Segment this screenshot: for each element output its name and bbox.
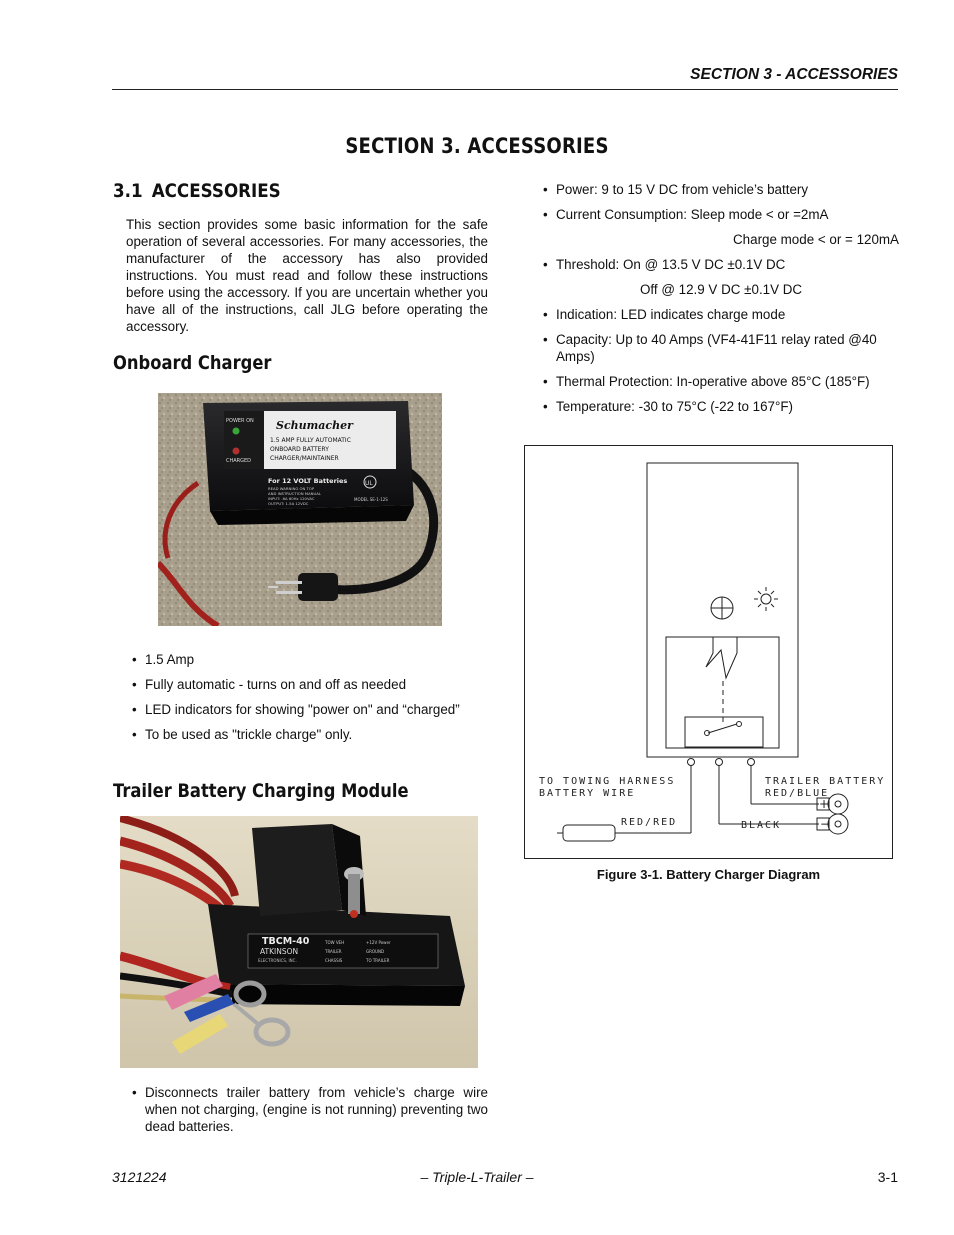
spec-item: Power: 9 to 15 V DC from vehicle’s batte… [537, 181, 899, 198]
lower-line-3: INPUT: .6A 60Hz 120VAC [268, 496, 315, 501]
spec-item: Threshold: On @ 13.5 V DC ±0.1V DC Off @… [537, 256, 899, 298]
lower-line-2: AND INSTRUCTION MANUAL [268, 491, 322, 496]
subsection-heading: 3.1 ACCESSORIES [113, 180, 281, 202]
tbcm-col-6: TO TRAILER [365, 958, 390, 963]
onboard-charger-bullets: 1.5 Amp Fully automatic - turns on and o… [126, 651, 496, 743]
figure-caption: Figure 3-1. Battery Charger Diagram [596, 867, 821, 882]
tbcm-brand-sub: ELECTRONICS, INC. [258, 958, 297, 963]
plus-terminal-sign: + [819, 797, 829, 811]
trailer-module-heading: Trailer Battery Charging Module [113, 780, 409, 802]
intro-paragraph: This section provides some basic informa… [126, 217, 488, 334]
spec-item-continuation: Off @ 12.9 V DC ±0.1V DC [640, 282, 803, 297]
onboard-charger-illustration: POWER ON CHARGED Schumacher 1.5 AMP FULL… [158, 393, 442, 626]
tbcm-col-4: +12V Power [366, 940, 391, 945]
list-item: LED indicators for showing "power on" an… [126, 701, 496, 718]
spec-item-text: Threshold: On @ 13.5 V DC ±0.1V DC [556, 257, 786, 272]
trailer-module-illustration: TBCM-40 ATKINSON ELECTRONICS, INC. TOW V… [120, 816, 478, 1068]
ul-mark: UL [365, 480, 373, 487]
label-trailer-battery: TRAILER BATTERY [765, 776, 885, 787]
list-item: Disconnects trailer battery from vehicle… [126, 1084, 488, 1135]
subsection-title: ACCESSORIES [151, 180, 281, 202]
footer-doc-number: 3121224 [112, 1169, 167, 1185]
battery-charger-diagram: TO TOWING HARNESS BATTERY WIRE RED/RED T… [524, 445, 893, 859]
spec-item-continuation: Charge mode < or = 120mA [733, 232, 899, 247]
onboard-charger-heading: Onboard Charger [113, 352, 272, 374]
tbcm-col-5: GROUND [366, 949, 384, 954]
label-battery-wire: BATTERY WIRE [539, 788, 635, 799]
footer-page-number: 3-1 [877, 1169, 898, 1185]
label-line-2: ONBOARD BATTERY [270, 446, 329, 453]
charged-label: CHARGED [226, 458, 251, 464]
spec-item: Current Consumption: Sleep mode < or =2m… [537, 206, 899, 248]
header-rule [112, 89, 898, 90]
label-black: BLACK [741, 820, 781, 831]
specs-list: Power: 9 to 15 V DC from vehicle’s batte… [537, 181, 899, 415]
tbcm-col-2: TRAILER [324, 949, 342, 954]
list-item: To be used as "trickle charge" only. [126, 726, 496, 743]
spec-item: Temperature: -30 to 75°C (-22 to 167°F) [537, 398, 899, 415]
lower-title: For 12 VOLT Batteries [268, 477, 347, 485]
spec-item: Indication: LED indicates charge mode [537, 306, 899, 323]
label-red-blue: RED/BLUE [765, 788, 829, 799]
running-head: SECTION 3 - ACCESSORIES [690, 66, 898, 83]
spec-item: Thermal Protection: In-operative above 8… [537, 373, 899, 390]
label-line-3: CHARGER/MAINTAINER [270, 455, 339, 462]
spec-item: Capacity: Up to 40 Amps (VF4-41F11 relay… [537, 331, 899, 365]
diagram-drawing: TO TOWING HARNESS BATTERY WIRE RED/RED T… [539, 462, 885, 842]
model-label: MODEL SE-1-12S [354, 497, 388, 502]
section-title: SECTION 3. ACCESSORIES [345, 134, 609, 158]
list-item: Fully automatic - turns on and off as ne… [126, 676, 496, 693]
subsection-number: 3.1 [113, 180, 143, 202]
minus-terminal-sign: − [820, 817, 830, 831]
tbcm-col-3: CHASSIS [325, 958, 343, 963]
onboard-charger-photo: POWER ON CHARGED Schumacher 1.5 AMP FULL… [158, 393, 442, 626]
tbcm-brand: ATKINSON [260, 947, 298, 956]
trailer-module-bullets: Disconnects trailer battery from vehicle… [126, 1084, 488, 1135]
tbcm-col-1: TOW VEH [324, 940, 344, 945]
tbcm-title: TBCM-40 [262, 936, 310, 947]
list-item: 1.5 Amp [126, 651, 496, 668]
power-on-label: POWER ON [226, 418, 254, 424]
brand-label: Schumacher [276, 419, 354, 432]
trailer-module-photo: TBCM-40 ATKINSON ELECTRONICS, INC. TOW V… [120, 816, 478, 1068]
lower-line-4: OUTPUT: 1.5A 12VDC [268, 501, 309, 506]
label-red-red: RED/RED [621, 817, 677, 828]
label-line-1: 1.5 AMP FULLY AUTOMATIC [270, 437, 351, 444]
spec-item-text: Current Consumption: Sleep mode < or =2m… [556, 207, 829, 222]
lower-line-1: READ WARNING ON TOP [268, 486, 315, 491]
label-towing-harness: TO TOWING HARNESS [539, 776, 675, 787]
footer-title: – Triple-L-Trailer – [420, 1169, 534, 1185]
